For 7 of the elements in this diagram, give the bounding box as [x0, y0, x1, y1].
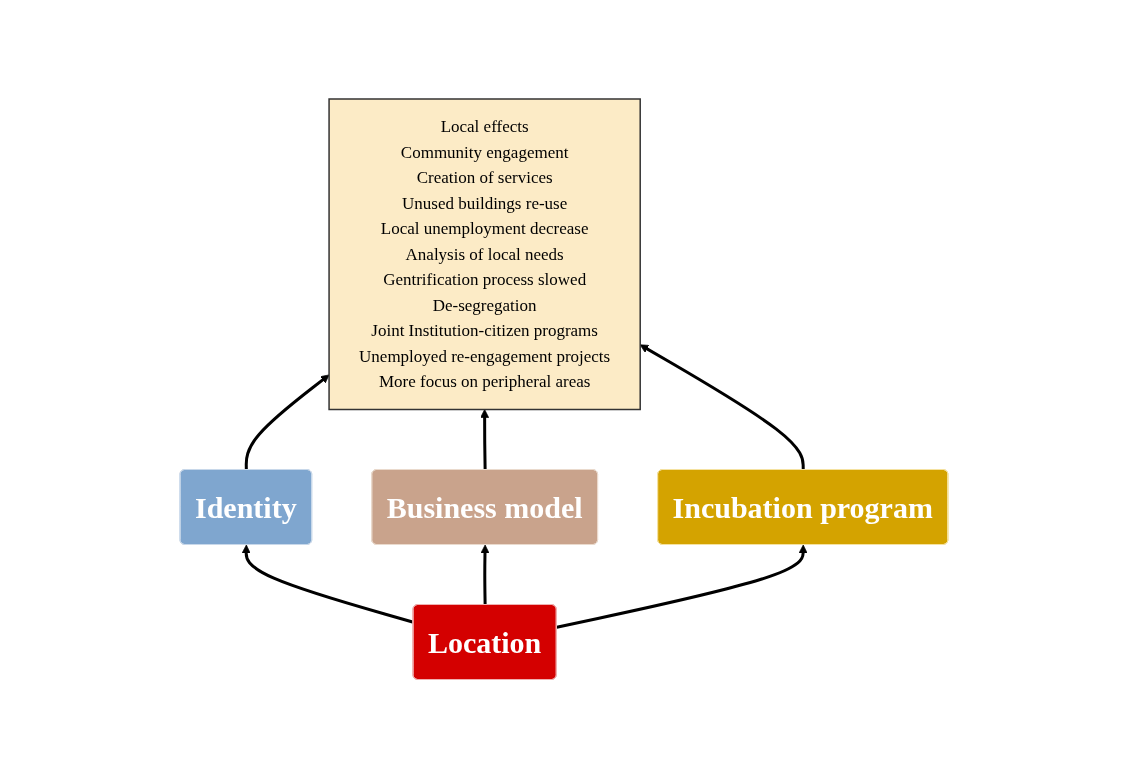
arrow — [479, 408, 489, 470]
arrow — [556, 544, 808, 629]
node-box: Local effects Community engagement Creation of services Unused buildings re-use Local unemployment decrease Analysis of local needs Gentrification process slowed De-segregation Joint Institution-citizen programs Unemployed re-engagement projects More focus on peripheral areas — [327, 98, 641, 410]
arrow — [241, 544, 414, 624]
arrow — [639, 344, 805, 470]
arrow — [244, 374, 329, 470]
arrow — [480, 544, 489, 605]
